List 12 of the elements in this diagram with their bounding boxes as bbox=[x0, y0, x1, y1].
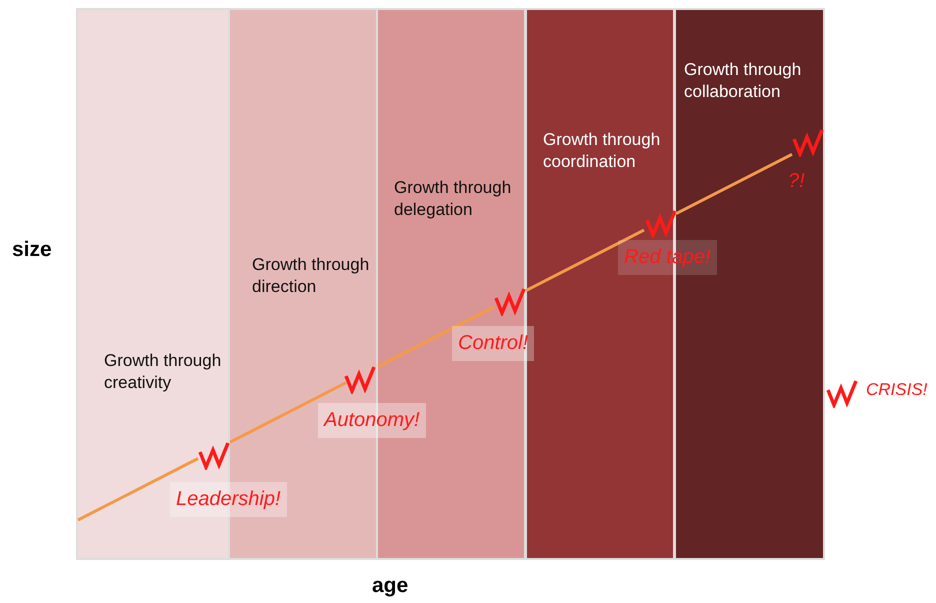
crisis-label: Control! bbox=[452, 326, 534, 361]
phase-label: Growth through coordination bbox=[543, 129, 662, 173]
crisis-label: ?! bbox=[787, 169, 806, 194]
phase-label: Growth through creativity bbox=[104, 350, 222, 394]
axis-label: age bbox=[372, 574, 408, 598]
phase-label: Growth through delegation bbox=[394, 177, 512, 221]
crisis-label: Autonomy! bbox=[318, 403, 426, 438]
crisis-label: Leadership! bbox=[170, 482, 287, 517]
phase-label: Growth through direction bbox=[252, 254, 370, 298]
legend-label: CRISIS! bbox=[866, 380, 928, 400]
axis-label: size bbox=[12, 238, 52, 262]
phase-label: Growth through collaboration bbox=[684, 59, 802, 103]
